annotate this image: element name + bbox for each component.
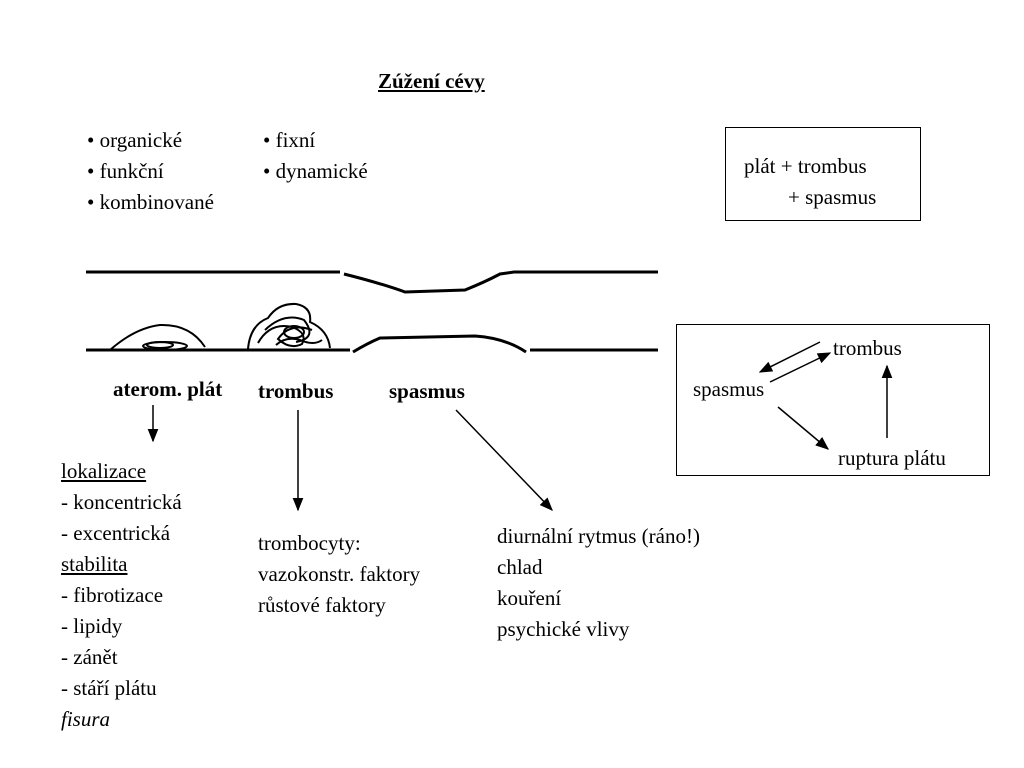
cycle-box: [676, 324, 990, 476]
type-dynamic: • dynamické: [263, 159, 368, 183]
type-combined: • kombinované: [87, 190, 214, 214]
combination-line1: plát + trombus: [744, 154, 867, 178]
combination-line2: + spasmus: [788, 185, 877, 209]
combination-box: [725, 127, 921, 221]
plaque-detail-heading-location: lokalizace: [61, 459, 147, 483]
plaque-detail-fissure: fisura: [61, 707, 111, 731]
arrow-thrombus-to-spasm: [758, 341, 821, 373]
label-spasm: spasmus: [389, 379, 465, 403]
type-fixed: • fixní: [263, 128, 316, 152]
vessel-lower-wall: [86, 334, 658, 354]
cycle-thrombus: trombus: [833, 336, 902, 360]
plaque-detail-heading-stability: stabilita: [61, 552, 128, 576]
spasm-detail-cold: chlad: [497, 555, 543, 579]
cycle-rupture: ruptura plátu: [838, 446, 946, 470]
plaque-detail-eccentric: - excentrická: [61, 521, 171, 545]
plaque-detail-concentric: - koncentrická: [61, 490, 182, 514]
spasm-detail-diurnal: diurnální rytmus (ráno!): [497, 524, 700, 548]
plaque-detail-lipids: - lipidy: [61, 614, 123, 638]
thrombus-detail-growth-factors: růstové faktory: [258, 593, 386, 617]
arrow-spasm-to-thrombus: [769, 352, 832, 383]
thrombus-shape: [247, 302, 331, 350]
label-plaque: aterom. plát: [113, 377, 223, 401]
arrow-spasm-diagonal: [455, 409, 553, 511]
plaque-shape: [109, 323, 206, 351]
page-title: Zúžení cévy: [378, 69, 485, 93]
thrombus-detail-vasoconstrictors: vazokonstr. faktory: [258, 562, 421, 586]
arrow-spasm-to-rupture: [777, 406, 830, 450]
type-organic: • organické: [87, 128, 183, 152]
spasm-detail-smoking: kouření: [497, 586, 562, 610]
thrombus-detail-platelets: trombocyty:: [258, 531, 361, 555]
plaque-detail-age: - stáří plátu: [61, 676, 157, 700]
cycle-spasm: spasmus: [693, 377, 765, 401]
plaque-detail-inflammation: - zánět: [61, 645, 118, 669]
type-functional: • funkční: [87, 159, 164, 183]
plaque-detail-fibrosis: - fibrotizace: [61, 583, 164, 607]
spasm-detail-psychic: psychické vlivy: [497, 617, 630, 641]
vessel-upper-wall: [86, 270, 658, 294]
label-thrombus: trombus: [258, 379, 334, 403]
